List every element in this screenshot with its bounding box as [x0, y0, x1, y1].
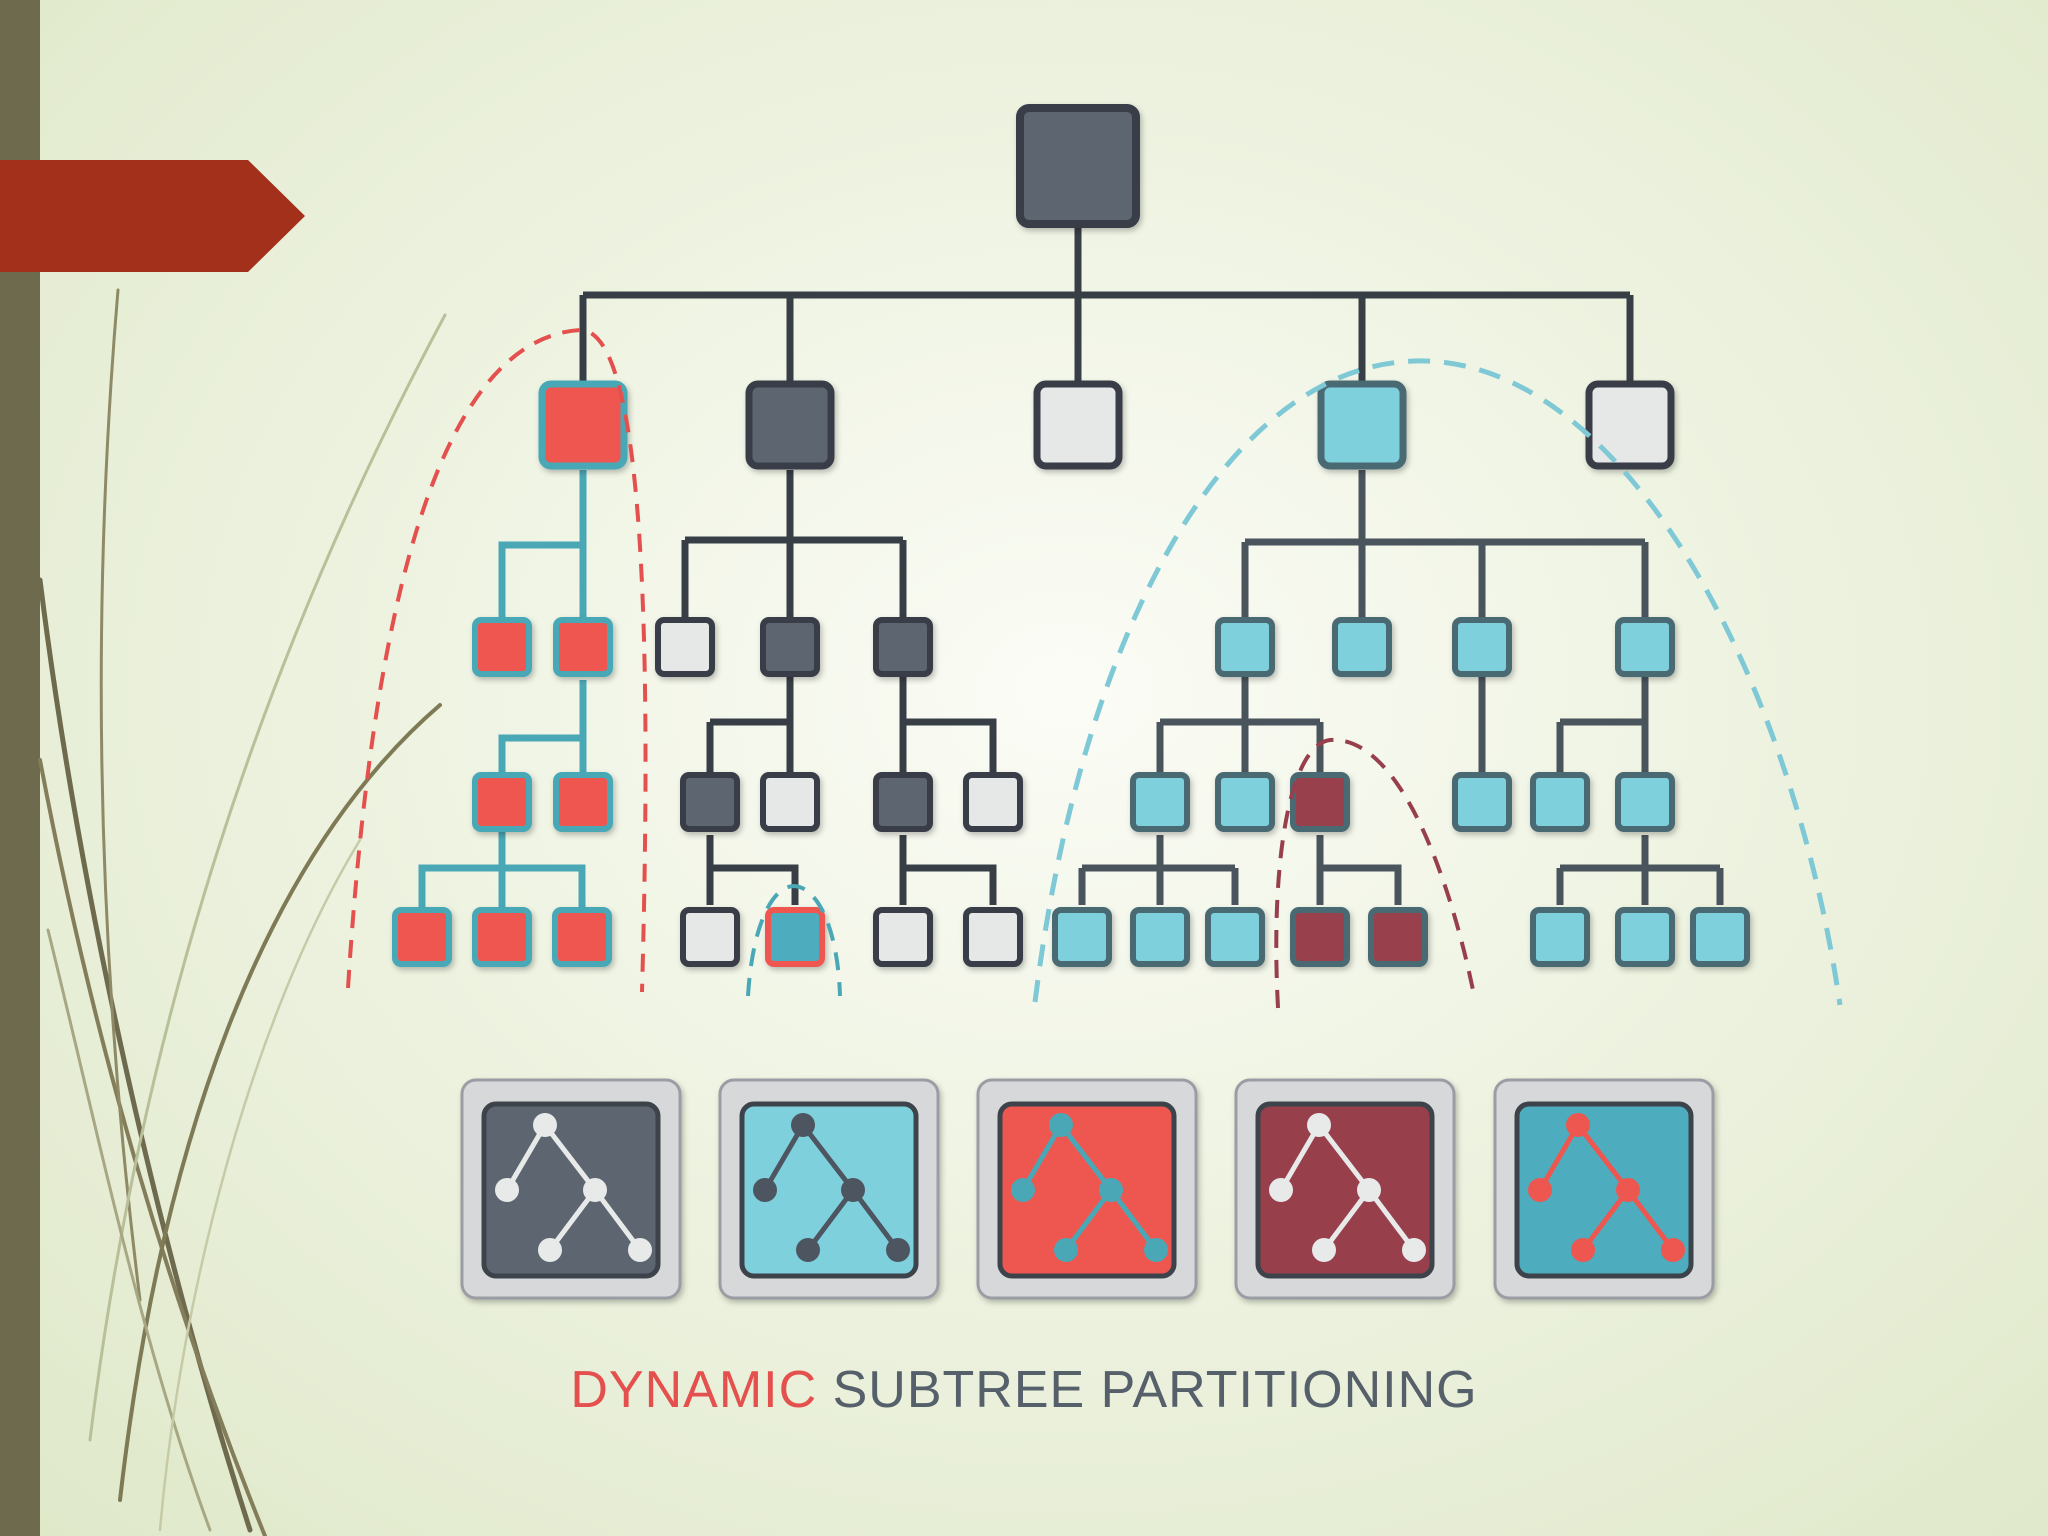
tree-node-red-l2-b: [553, 617, 613, 677]
tree-icon: [1269, 1113, 1426, 1262]
tree-icon: [753, 1113, 910, 1262]
tree-node-cyan-l4-b: [1130, 907, 1190, 967]
tree-node-maroon-l4-a: [1290, 907, 1350, 967]
tree-node-white-l1-a: [1033, 380, 1123, 470]
tree-node-root: [1016, 104, 1140, 228]
tree-node-cyan-l3-e: [1615, 772, 1675, 832]
tree-node-dark-l2-c: [873, 617, 933, 677]
tree-node-dark-l3-c: [873, 772, 933, 832]
tree-node-cyan-l2-b: [1332, 617, 1392, 677]
tree-node-white-l1-b: [1585, 380, 1675, 470]
tree-node-teal-l4: [765, 907, 825, 967]
partition-arcs: [346, 327, 1843, 1009]
tree-node-cyan-l1: [1317, 380, 1407, 470]
caption-highlight: DYNAMIC: [570, 1361, 818, 1419]
tree-node-cyan-l4-a: [1052, 907, 1112, 967]
partition-legend: [460, 1078, 1715, 1300]
legend-tile-maroon-partition: [1234, 1078, 1456, 1300]
caption: DYNAMIC SUBTREE PARTITIONING: [0, 1360, 2048, 1420]
tree-node-red-l4-b: [472, 907, 532, 967]
tree-icon: [1011, 1113, 1168, 1262]
tree-node-maroon-l3: [1290, 772, 1350, 832]
tree-node-dark-l3-b: [760, 772, 820, 832]
tree-node-dark-l1: [745, 380, 835, 470]
legend-tile-dark-partition: [460, 1078, 682, 1300]
tree-node-cyan-l2-c: [1452, 617, 1512, 677]
caption-rest: SUBTREE PARTITIONING: [817, 1361, 1478, 1419]
red-partition-arc: [346, 327, 648, 993]
tree-icon: [1528, 1113, 1685, 1262]
tree-node-red-l4-a: [392, 907, 452, 967]
tree-node-dark-l4-a: [680, 907, 740, 967]
cyan-partition-arc: [1032, 358, 1843, 1006]
teal-small-partition-arc: [746, 883, 842, 997]
tree-node-maroon-l4-b: [1368, 907, 1428, 967]
legend-tile-cyan-partition: [718, 1078, 940, 1300]
tree-node-dark-l4-b: [873, 907, 933, 967]
tree-node-cyan-l3-a: [1130, 772, 1190, 832]
tree-node-dark-l2-b: [760, 617, 820, 677]
tree-node-cyan-l4-c: [1205, 907, 1265, 967]
tree-node-red-l3-b: [553, 772, 613, 832]
tree-node-cyan-l2-d: [1615, 617, 1675, 677]
tree-node-cyan-l4-d: [1530, 907, 1590, 967]
tree-node-dark-l2-a: [655, 617, 715, 677]
tree-node-dark-l3-d: [963, 772, 1023, 832]
maroon-partition-arc: [1274, 737, 1475, 1009]
tree-node-red-l2-a: [472, 617, 532, 677]
tree-node-red-l4-c: [552, 907, 612, 967]
tree-node-cyan-l2-a: [1215, 617, 1275, 677]
tree-node-cyan-l3-b: [1215, 772, 1275, 832]
tree-edges: [418, 200, 1724, 910]
tree-node-dark-l4-c: [963, 907, 1023, 967]
legend-tile-teal-partition: [1493, 1078, 1715, 1300]
tree-node-red-l3-a: [472, 772, 532, 832]
grass-decoration: [37, 288, 447, 1536]
tree-nodes: [392, 104, 1750, 967]
legend-tile-red-partition: [976, 1078, 1198, 1300]
tree-node-cyan-l4-f: [1690, 907, 1750, 967]
tree-node-cyan-l4-e: [1615, 907, 1675, 967]
tree-node-cyan-l3-c: [1452, 772, 1512, 832]
tree-node-red-l1: [538, 380, 628, 470]
tree-node-cyan-l3-d: [1530, 772, 1590, 832]
tree-icon: [495, 1113, 652, 1262]
accent-arrow-tab: [0, 160, 305, 272]
tree-node-dark-l3-a: [680, 772, 740, 832]
